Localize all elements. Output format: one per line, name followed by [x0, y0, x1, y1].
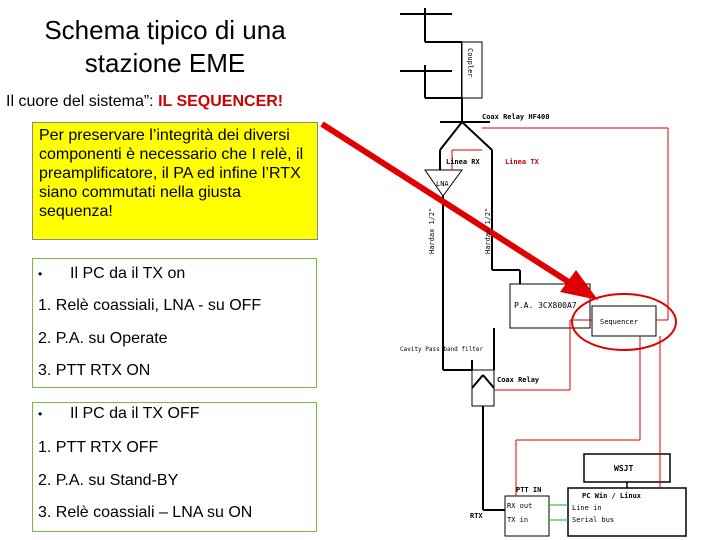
tx-on-step-2: 2. P.A. su Operate — [38, 330, 168, 347]
page-title: Schema tipico di una stazione EME — [44, 15, 286, 78]
tx-off-step-1: 1. PTT RTX OFF — [38, 439, 159, 456]
tx-on-label: Il PC da il TX on — [70, 265, 186, 282]
tx-on-bullet: • Il PC da il TX on — [38, 265, 185, 283]
bottom-coax-relay — [471, 328, 505, 511]
red-arrow — [320, 121, 598, 300]
subtitle-highlight: IL SEQUENCER! — [158, 93, 284, 110]
subtitle: Il cuore del sistema”: IL SEQUENCER! — [6, 93, 283, 111]
tx-off-label: Il PC da il TX OFF — [70, 405, 200, 422]
tx-on-box — [32, 258, 317, 388]
cable-right-label: Hardax 1/2" — [484, 207, 492, 254]
coupler-box — [461, 41, 483, 99]
pc-box — [567, 487, 687, 537]
sequencer-box — [591, 305, 657, 337]
wsjt-box — [583, 453, 671, 483]
bullet-dot: • — [38, 407, 43, 421]
rx-out-label: RX out — [507, 502, 533, 510]
rtx-box — [504, 495, 550, 537]
tx-cable — [491, 165, 521, 285]
top-coax-relay — [439, 121, 493, 165]
antenna-array — [400, 8, 463, 122]
lna-triangle — [424, 169, 463, 197]
tx-on-step-1: 1. Relè coassiali, LNA - su OFF — [38, 297, 262, 314]
cable-left-label: Hardax 1/2" — [428, 207, 436, 254]
top-relay-label: Coax Relay HF400 — [482, 113, 550, 121]
sequencer-label: Sequencer — [600, 318, 638, 326]
lna-label: LNA — [436, 180, 449, 188]
audio-lines — [549, 504, 568, 521]
rx-cable — [439, 165, 472, 371]
tx-off-step-2: 2. P.A. su Stand-BY — [38, 472, 179, 489]
tx-off-box — [32, 402, 317, 532]
bottom-relay-label: Coax Relay — [497, 376, 540, 384]
subtitle-prefix: Il cuore del sistema”: — [6, 93, 159, 110]
wsjt-label: WSJT — [614, 464, 634, 473]
tx-on-step-3: 3. PTT RTX ON — [38, 362, 151, 379]
control-lines — [451, 127, 669, 496]
sequence-note: Per preservare l’integrità dei diversi c… — [32, 122, 318, 240]
tx-off-step-3: 3. Relè coassiali – LNA su ON — [38, 504, 253, 521]
line-in-label: Line in — [572, 504, 602, 512]
serial-label: Serial bus — [572, 516, 615, 524]
sequencer-highlight — [571, 293, 677, 351]
ptt-in-label: PTT IN — [516, 486, 542, 494]
linea-rx-label: Linea RX — [446, 158, 480, 166]
coupler-label: Coupler — [466, 48, 474, 78]
cavity-label: Cavity Pass band filter — [400, 346, 484, 353]
rtx-label: RTX — [470, 512, 483, 520]
pc-label: PC Win / Linux — [582, 492, 642, 500]
bullet-dot: • — [38, 267, 43, 281]
linea-tx-label: Linea TX — [505, 158, 539, 166]
tx-in-label: TX in — [507, 516, 529, 524]
pa-label: P.A. 3CX800A7 — [514, 301, 577, 310]
tx-off-bullet: • Il PC da il TX OFF — [38, 405, 200, 423]
